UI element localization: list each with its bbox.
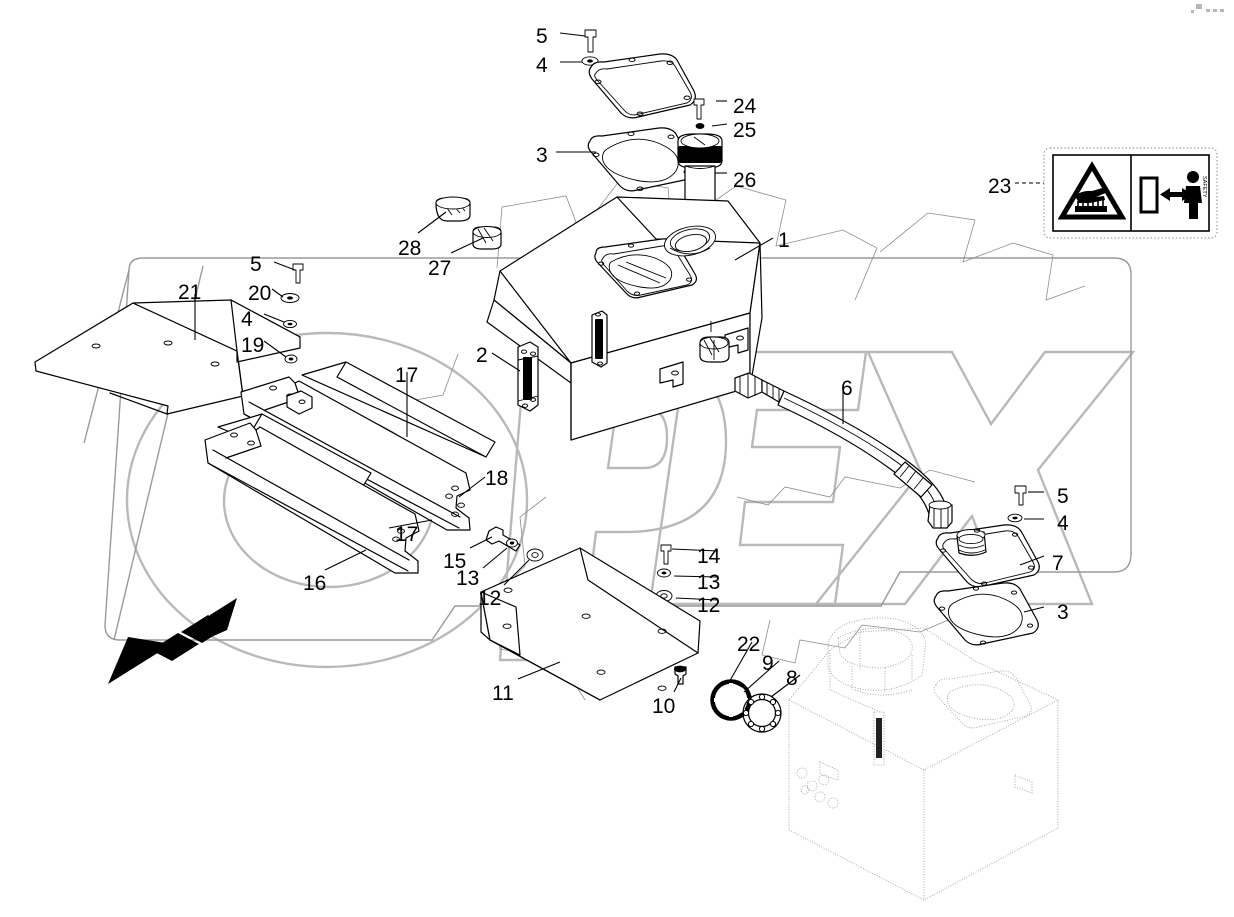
callout-guard-plate-11[interactable]: 11 bbox=[492, 682, 514, 705]
callout-gasket-3[interactable]: 3 bbox=[536, 144, 548, 167]
right-flange-group bbox=[933, 485, 1040, 646]
callout-washer-13[interactable]: 13 bbox=[697, 571, 721, 594]
part-21-cover-panel bbox=[34, 299, 301, 415]
fasteners-mid-left bbox=[485, 526, 544, 562]
callout-hydraulic-oil-tank-1[interactable]: 1 bbox=[778, 229, 790, 252]
callout-bolt-14[interactable]: 14 bbox=[697, 545, 721, 568]
part-2-level-gauge bbox=[517, 341, 539, 412]
callout-washer-13[interactable]: 13 bbox=[456, 567, 480, 590]
callout-support-rail-18[interactable]: 18 bbox=[485, 467, 509, 490]
callout-breather-filter-26[interactable]: 26 bbox=[733, 169, 757, 192]
corner-mark bbox=[1191, 4, 1224, 13]
callout-gasket-3[interactable]: 3 bbox=[1057, 601, 1069, 624]
callout-plug-27[interactable]: 27 bbox=[428, 257, 452, 280]
callout-suction-flange-cover-7[interactable]: 7 bbox=[1052, 552, 1064, 575]
callout-wear-strip-17[interactable]: 17 bbox=[395, 523, 419, 546]
callout-seal-ring-8[interactable]: 8 bbox=[786, 667, 798, 690]
part-1-hydraulic-oil-tank bbox=[486, 196, 763, 441]
callout-nut-25[interactable]: 25 bbox=[733, 119, 757, 142]
leader-lines bbox=[194, 32, 1045, 698]
callout-washer-12[interactable]: 12 bbox=[697, 594, 721, 617]
safety-warning-decal: SAFETY bbox=[1043, 147, 1218, 239]
callout-washer-12[interactable]: 12 bbox=[478, 587, 502, 610]
callout-washer-4[interactable]: 4 bbox=[1057, 512, 1069, 535]
callout-nut-19[interactable]: 19 bbox=[241, 334, 265, 357]
callout-bolt-15[interactable]: 15 bbox=[443, 550, 467, 573]
callout-main-rail-16[interactable]: 16 bbox=[303, 572, 327, 595]
fasteners-mid-right bbox=[655, 544, 673, 602]
callout-plug-fitting-28[interactable]: 28 bbox=[398, 237, 422, 260]
callout-washer-4[interactable]: 4 bbox=[536, 54, 548, 77]
ghost-reference-tank bbox=[788, 617, 1059, 901]
rails-group bbox=[204, 361, 496, 574]
callout-bolt-24[interactable]: 24 bbox=[733, 95, 757, 118]
callout-wear-strip-17[interactable]: 17 bbox=[395, 364, 419, 387]
callout-washer-20[interactable]: 20 bbox=[248, 282, 272, 305]
top-cover-group bbox=[581, 29, 696, 192]
part-10-screw bbox=[674, 665, 687, 685]
callout-warning-decal-23[interactable]: 23 bbox=[988, 175, 1012, 198]
callout-bolt-5[interactable]: 5 bbox=[250, 253, 262, 276]
callout-retainer-ring-9[interactable]: 9 bbox=[762, 652, 774, 675]
part-6-suction-hose bbox=[734, 372, 953, 529]
callout-hydraulic-hose-6[interactable]: 6 bbox=[841, 377, 853, 400]
callout-washer-4[interactable]: 4 bbox=[241, 308, 253, 331]
callout-bolt-5[interactable]: 5 bbox=[1057, 485, 1069, 508]
rings-group bbox=[710, 679, 782, 733]
callout-level-gauge-2[interactable]: 2 bbox=[476, 344, 488, 367]
callout-screw-10[interactable]: 10 bbox=[652, 695, 676, 718]
part-11-guard-plate bbox=[480, 547, 701, 701]
callout-cover-panel-21[interactable]: 21 bbox=[178, 281, 202, 304]
breather-group bbox=[677, 98, 723, 208]
callout-bolt-5[interactable]: 5 bbox=[536, 25, 548, 48]
decal-code-text: SAFETY bbox=[1201, 176, 1207, 198]
plug-fittings bbox=[435, 196, 502, 250]
callout-lock-ring-22[interactable]: 22 bbox=[737, 633, 761, 656]
direction-arrow bbox=[108, 598, 237, 684]
